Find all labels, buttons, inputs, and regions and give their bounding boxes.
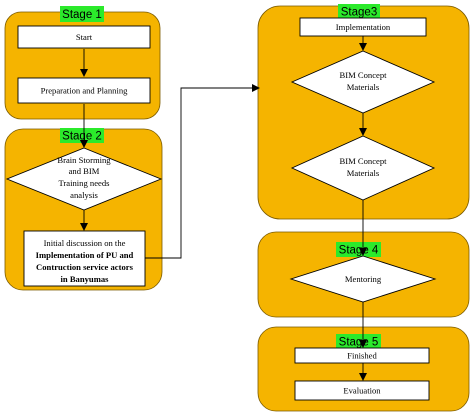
stage1-label-box bbox=[60, 6, 104, 22]
preparation-label: Preparation and Planning bbox=[41, 86, 129, 96]
brainstorming-line-3: Training needs bbox=[58, 178, 110, 188]
evaluation-label: Evaluation bbox=[343, 386, 381, 396]
bim-concept-2-node bbox=[290, 135, 436, 201]
stage1-label: Stage 1 bbox=[62, 9, 102, 21]
initial-discussion-line-2: Implementation of PU and bbox=[36, 250, 134, 260]
stage3-label-box bbox=[338, 4, 380, 19]
edge-discussion-implementation bbox=[145, 84, 260, 259]
start-node bbox=[17, 25, 151, 49]
brainstorming-line-1: Brain Storming bbox=[57, 155, 111, 165]
evaluation-node bbox=[294, 380, 430, 401]
bim-concept-1-node bbox=[290, 50, 436, 114]
preparation-node bbox=[17, 77, 151, 104]
bim-concept-2-line-2: Materials bbox=[347, 168, 380, 178]
implementation-label: Implementation bbox=[336, 22, 391, 32]
brainstorming-node bbox=[5, 147, 163, 211]
stage5-label: Stage 5 bbox=[339, 337, 379, 349]
stage4-label: Stage 4 bbox=[339, 245, 379, 257]
initial-discussion-line-4: in Banyumas bbox=[61, 274, 110, 284]
brainstorming-line-4: analysis bbox=[70, 190, 98, 200]
stage3-label: Stage3 bbox=[341, 7, 377, 19]
finished-node bbox=[294, 347, 430, 364]
brainstorming-line-2: and BIM bbox=[69, 166, 100, 176]
mentoring-label: Mentoring bbox=[345, 274, 382, 284]
finished-label: Finished bbox=[347, 351, 377, 361]
stage4-label-box bbox=[336, 242, 381, 257]
bim-concept-1-line-1: BIM Concept bbox=[339, 70, 387, 80]
mentoring-node bbox=[289, 255, 437, 303]
stage2-label-box bbox=[60, 128, 104, 143]
bim-concept-2-line-1: BIM Concept bbox=[339, 156, 387, 166]
initial-discussion-node bbox=[23, 230, 146, 287]
start-label: Start bbox=[76, 32, 93, 42]
initial-discussion-line-1: Initial discussion on the bbox=[44, 238, 126, 248]
bim-concept-1-line-2: Materials bbox=[347, 82, 380, 92]
initial-discussion-line-3: Contruction service actors bbox=[36, 262, 134, 272]
stage5-label-box bbox=[336, 334, 381, 349]
implementation-node bbox=[299, 17, 427, 37]
stage2-label: Stage 2 bbox=[62, 131, 102, 143]
